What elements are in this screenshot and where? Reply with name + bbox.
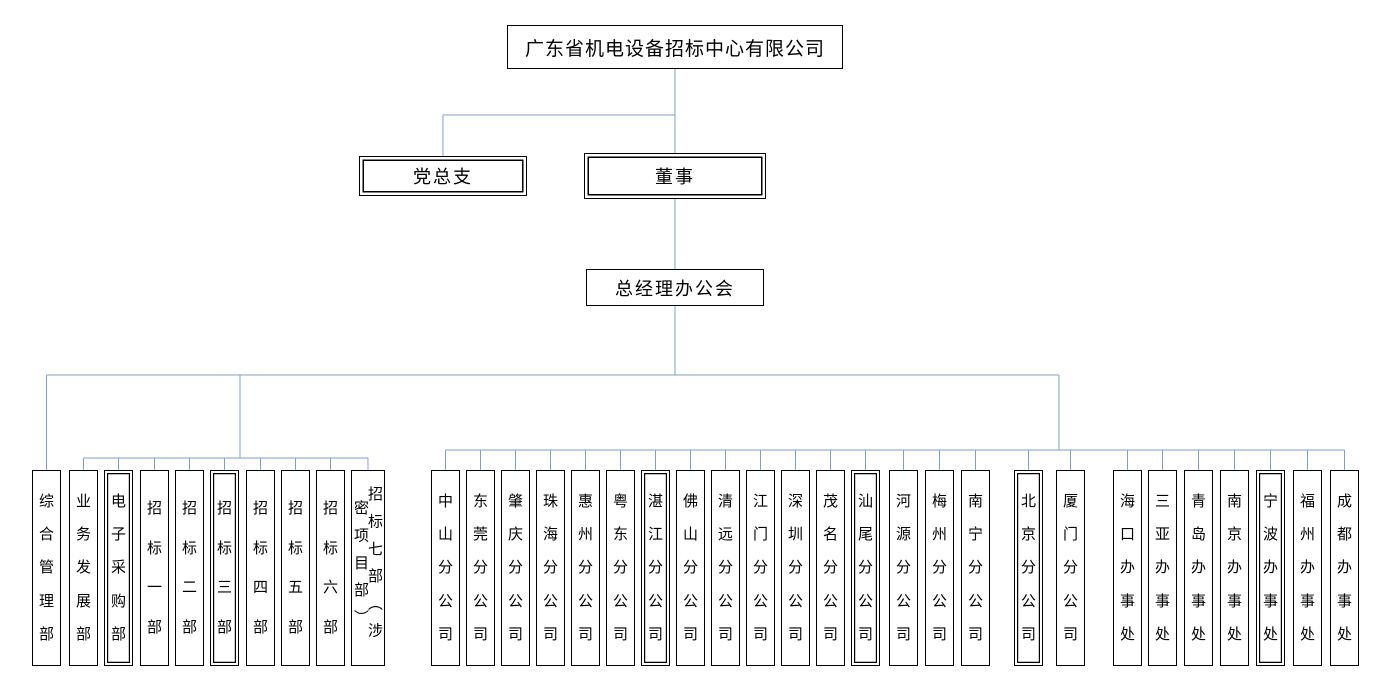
branch-maoming: 茂名分公司: [816, 470, 845, 666]
branch-shanwei: 汕尾分公司: [851, 470, 880, 666]
office-qingdao: 青岛办事处: [1184, 470, 1213, 666]
dept-tendering-5: 招标五部: [281, 470, 310, 666]
branch-huizhou: 惠州分公司: [571, 470, 600, 666]
node-party-general-branch-label: 党总支: [413, 167, 473, 188]
dept-general-admin: 综合管理部: [32, 470, 61, 666]
branch-qingyuan: 清远分公司: [711, 470, 740, 666]
office-fuzhou: 福州办事处: [1293, 470, 1322, 666]
branch-xiamen: 厦门分公司: [1056, 470, 1085, 666]
node-gm-office-meeting: 总经理办公会: [586, 269, 764, 306]
dept-business-development: 业务发展部: [69, 470, 98, 666]
dept-tendering-6: 招标六部: [316, 470, 345, 666]
dept-tendering-4: 招标四部: [246, 470, 275, 666]
dept-tendering-7-classified-label: 招标七部（涉密项目部）: [352, 486, 384, 650]
office-sanya: 三亚办事处: [1148, 470, 1177, 666]
office-ningbo: 宁波办事处: [1256, 470, 1285, 666]
branch-shenzhen: 深圳分公司: [781, 470, 810, 666]
branch-meizhou: 梅州分公司: [925, 470, 954, 666]
dept-tendering-3: 招标三部: [210, 470, 239, 666]
branch-nanning: 南宁分公司: [961, 470, 990, 666]
branch-zhaoqing: 肇庆分公司: [501, 470, 530, 666]
office-nanjing: 南京办事处: [1220, 470, 1249, 666]
branch-zhongshan: 中山分公司: [431, 470, 460, 666]
office-haikou: 海口办事处: [1113, 470, 1142, 666]
branch-foshan: 佛山分公司: [676, 470, 705, 666]
node-board: 董事: [584, 153, 766, 199]
branch-dongguan: 东莞分公司: [466, 470, 495, 666]
branch-zhuhai: 珠海分公司: [536, 470, 565, 666]
branch-beijing: 北京分公司: [1014, 470, 1043, 666]
branch-heyuan: 河源分公司: [889, 470, 918, 666]
dept-e-procurement: 电子采购部: [104, 470, 133, 666]
dept-tendering-7-classified: 招标七部（涉密项目部）: [351, 470, 385, 666]
office-chengdu: 成都办事处: [1330, 470, 1359, 666]
node-gm-office-meeting-label: 总经理办公会: [615, 278, 735, 300]
node-root-company-label: 广东省机电设备招标中心有限公司: [524, 37, 825, 60]
branch-jiangmen: 江门分公司: [746, 470, 775, 666]
node-board-label: 董事: [655, 167, 695, 188]
node-root-company: 广东省机电设备招标中心有限公司: [507, 25, 843, 69]
branch-yuedong: 粤东分公司: [606, 470, 635, 666]
dept-tendering-1: 招标一部: [140, 470, 169, 666]
node-party-general-branch: 党总支: [359, 156, 527, 196]
branch-zhanjiang: 湛江分公司: [641, 470, 670, 666]
dept-tendering-2: 招标二部: [175, 470, 204, 666]
